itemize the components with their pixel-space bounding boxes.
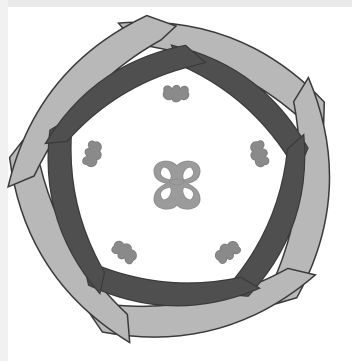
satellite-blob-icon bbox=[109, 237, 140, 266]
satellite-blob-icon bbox=[81, 139, 105, 169]
center-symbol bbox=[154, 161, 200, 209]
satellite-cluster-4 bbox=[109, 237, 140, 266]
center-knot-crossbar bbox=[169, 179, 185, 185]
satellite-cluster-2 bbox=[247, 139, 271, 169]
satellite-blob-icon bbox=[212, 237, 243, 266]
satellite-cluster-1 bbox=[163, 85, 189, 102]
satellite-cluster-3 bbox=[212, 237, 243, 266]
satellite-blob-icon bbox=[247, 139, 271, 169]
satellite-blob-icon bbox=[163, 85, 189, 102]
satellite-cluster-5 bbox=[81, 139, 105, 169]
